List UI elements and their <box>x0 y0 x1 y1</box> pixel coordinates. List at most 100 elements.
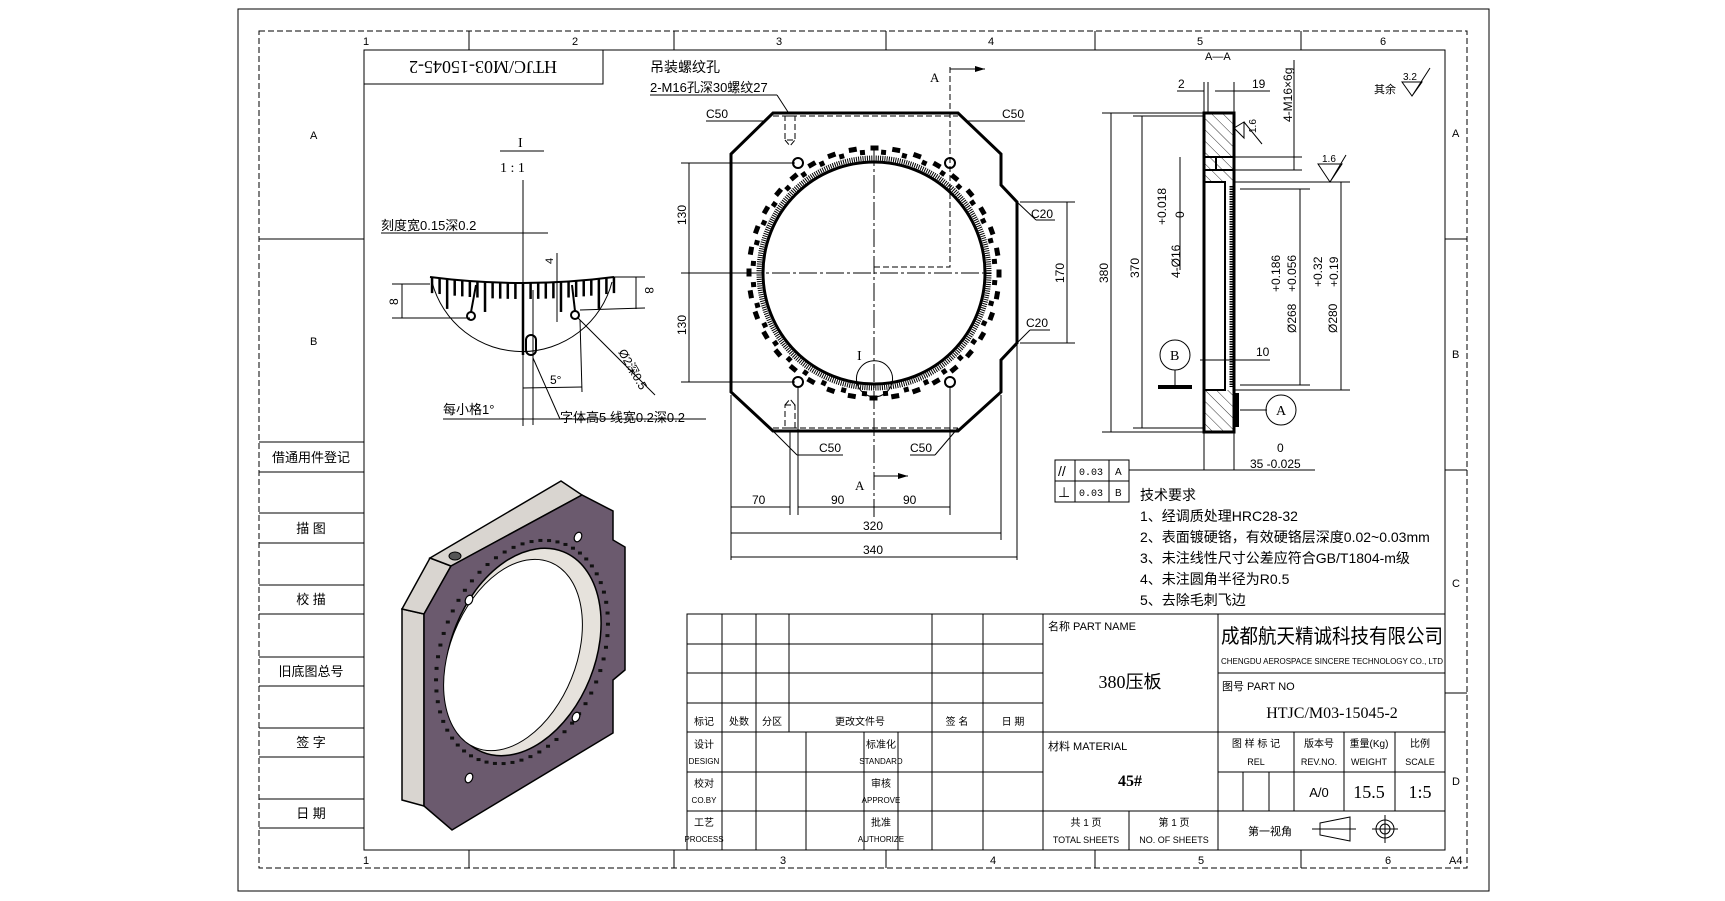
dim-170: 170 <box>1053 263 1067 283</box>
graduation-numeral <box>940 368 948 376</box>
graduation-numeral <box>750 281 757 288</box>
graduation-numeral <box>818 160 826 168</box>
dim-130-lower: 130 <box>675 315 689 335</box>
approval-approve-en: APPROVE <box>862 796 901 805</box>
iso-graduation-mark <box>445 620 450 624</box>
chamfer-c50-bl: C50 <box>819 441 841 455</box>
iso-graduation-mark <box>476 758 481 762</box>
rev-header-count: 处数 <box>729 715 749 728</box>
graduation-numeral <box>964 349 974 359</box>
graduation-numeral <box>979 217 987 225</box>
dim-380: 380 <box>1097 263 1111 283</box>
graduation-numeral <box>752 310 761 320</box>
total-sheets-en: TOTAL SHEETS <box>1053 835 1119 845</box>
detail-numeral-0 <box>525 334 537 356</box>
detail-mark: I <box>857 349 862 364</box>
dim-thickness: 35 -0.025 <box>1250 457 1301 471</box>
iso-graduation-mark <box>603 645 608 649</box>
main-view: 吊装螺纹孔 2-M16孔深30螺纹27 A A I C50 C50 C50 C5… <box>650 59 1075 560</box>
stamp-trace-check: 校 描 <box>296 592 326 607</box>
iso-graduation-mark <box>492 761 497 765</box>
graduation-numeral <box>931 377 941 386</box>
zone-col-3: 3 <box>776 36 782 48</box>
iso-graduation-mark <box>485 563 490 567</box>
graduation-numeral <box>806 376 816 386</box>
graduation-numeral <box>988 300 995 307</box>
graduation-numeral <box>784 184 792 192</box>
iso-graduation-mark <box>589 691 594 695</box>
datum-B-label: B <box>1170 349 1179 364</box>
sheet-no-label: 第 1 页 <box>1158 816 1189 829</box>
zone-col-2: 2 <box>572 36 578 48</box>
tol-parallel-value: 0.03 <box>1079 468 1103 479</box>
tolerance-frames: // 0.03 A ⊥ 0.03 B <box>1054 459 1130 503</box>
dim-bore-268: Ø268 <box>1285 303 1299 333</box>
graduation-numeral <box>890 393 900 400</box>
scale-value: 1:5 <box>1408 782 1431 802</box>
iso-graduation-mark <box>469 754 474 758</box>
dim-thickness-upper: 0 <box>1277 441 1284 455</box>
iso-graduation-mark <box>583 702 588 706</box>
iso-graduation-mark <box>477 570 482 574</box>
graduation-numeral <box>838 153 845 160</box>
graduation-numeral <box>785 355 793 363</box>
tech-req-item: 4、未注圆角半径为R0.5 <box>1140 571 1290 587</box>
graduation-numeral <box>912 151 922 160</box>
rev-value: A/0 <box>1309 785 1329 800</box>
dim-hole-tol-up: +0.018 <box>1155 188 1169 225</box>
graduation-numeral <box>753 239 760 246</box>
iso-graduation-mark <box>438 643 443 647</box>
iso-graduation-mark <box>538 538 543 542</box>
tech-req-item: 2、表面镀硬铬，有效硬铬层深度0.02~0.03mm <box>1140 529 1430 545</box>
iso-graduation-mark <box>605 622 610 626</box>
zone-row-A: A <box>1452 128 1460 140</box>
sheet-no-en: NO. OF SHEETS <box>1139 835 1209 845</box>
isometric-view <box>400 480 626 831</box>
graduation-numeral <box>754 302 761 309</box>
weight-value: 15.5 <box>1353 782 1385 802</box>
graduation-numeral <box>996 269 1002 278</box>
graduation-numeral <box>987 311 996 321</box>
detail-font-spec: 字体高5 线宽0.2深0.2 <box>560 410 685 425</box>
iso-graduation-mark <box>594 680 599 684</box>
iso-bolt-hole <box>464 594 474 606</box>
zone-row-B: B <box>1452 349 1459 361</box>
scale-en: SCALE <box>1405 757 1435 767</box>
graduation-numeral <box>750 260 757 267</box>
iso-graduation-mark <box>601 590 606 594</box>
iso-graduation-mark <box>510 760 515 764</box>
graduation-numeral <box>770 200 778 208</box>
datum-A-label: A <box>1276 404 1287 419</box>
dim-bore-268-up: +0.186 <box>1269 255 1283 292</box>
stamp-old-drawing-no: 旧底图总号 <box>278 664 343 679</box>
dim-320: 320 <box>863 519 883 533</box>
graduation-numeral <box>980 319 988 327</box>
rev-header-zone: 分区 <box>762 716 782 728</box>
graduation-numeral <box>987 237 994 244</box>
graduation-numeral <box>949 364 959 374</box>
iso-graduation-mark <box>563 542 568 546</box>
tol-parallel-symbol: // <box>1058 463 1066 479</box>
rev-label: 版本号 <box>1304 737 1334 750</box>
zone-col-4-bottom: 4 <box>990 855 996 867</box>
left-stamp-column: 借通用件登记 描 图 校 描 旧底图总号 签 字 日 期 <box>259 450 364 829</box>
graduation-numeral <box>789 172 799 182</box>
detail-scale: 1 : 1 <box>500 161 525 176</box>
graduation-numeral <box>920 159 928 167</box>
roughness-symbols <box>1233 67 1431 183</box>
tech-req-item: 3、未注线性尺寸公差应符合GB/T1804-m级 <box>1140 550 1410 566</box>
detail-scale-arc <box>429 276 615 284</box>
iso-graduation-mark <box>441 719 446 723</box>
roughness-other-label: 其余 <box>1374 82 1396 96</box>
chamfer-c50-br: C50 <box>910 441 932 455</box>
role-process: 工艺 <box>694 817 714 829</box>
section-title: A—A <box>1205 51 1231 63</box>
roughness-other-value: 3.2 <box>1403 72 1417 83</box>
graduation-numeral <box>773 348 783 358</box>
role-process-en: PROCESS <box>684 835 723 844</box>
material-label: 材料 MATERIAL <box>1048 739 1127 753</box>
iso-graduation-mark <box>450 736 455 740</box>
graduation-numeral <box>761 330 770 340</box>
total-sheets-label: 共 1 页 <box>1070 817 1101 829</box>
rev-header-sign: 签 名 <box>946 715 969 728</box>
